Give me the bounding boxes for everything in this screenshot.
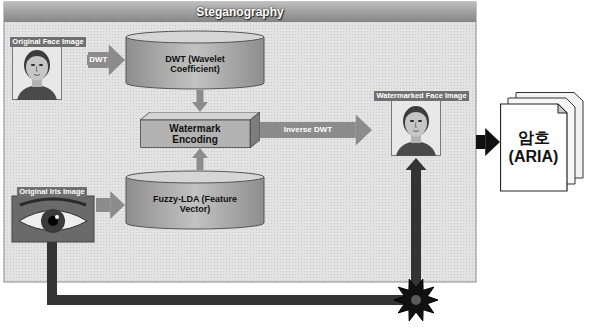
- face-picture: [13, 45, 62, 101]
- arrow-label-holder: Inverse DWT: [282, 125, 334, 135]
- drawing-part: [20, 199, 86, 205]
- page-fold: [558, 104, 567, 113]
- cylinder-top: [126, 31, 264, 43]
- starburst: [394, 279, 438, 321]
- drawing-part: [41, 209, 65, 233]
- steganography-panel: SteganographyOriginal Face ImageDWT (Wav…: [4, 2, 476, 282]
- arrow-shaft: [260, 122, 356, 138]
- flow-arrow: [476, 128, 500, 156]
- arrow-head: [109, 44, 125, 75]
- arrow-head: [485, 128, 500, 156]
- title-band: [4, 2, 476, 22]
- iris-picture: [12, 196, 94, 242]
- flow-arrow: [88, 44, 125, 75]
- box-label: Watermark Encoding: [155, 123, 235, 146]
- image-caption: Watermarked Face Image: [374, 91, 468, 101]
- cylinder-body: [126, 177, 264, 229]
- panel-ground: [4, 2, 476, 282]
- arrow-shaft: [96, 198, 110, 212]
- arrow-shaft: [88, 52, 109, 68]
- data-cylinder: Fuzzy-LDA (Feature Vector): [125, 170, 265, 230]
- arrow-head: [192, 148, 208, 158]
- drawing-part: [48, 216, 58, 226]
- box-top: [140, 112, 260, 120]
- arrow-label: Inverse DWT: [282, 125, 334, 135]
- panel-title: Steganography: [4, 2, 476, 22]
- flow-arrow: [192, 148, 208, 170]
- image-frame: Watermarked Face Image: [372, 84, 471, 158]
- arrow-shaft: [197, 158, 204, 170]
- watermarked-face-picture: [392, 101, 441, 157]
- image-caption: Original Face Image: [10, 37, 85, 47]
- document-stack: 암호 (ARIA): [500, 92, 584, 192]
- text-area: Fuzzy-LDA (Feature Vector): [131, 184, 259, 224]
- text-area: 암호 (ARIA): [502, 106, 565, 189]
- text-area: DWT (Wavelet Coefficient): [131, 44, 259, 84]
- process-box: Watermark Encoding: [140, 112, 260, 148]
- flow-arrow: [96, 191, 125, 219]
- flow-arrow: [192, 90, 208, 112]
- cylinder-top: [126, 171, 264, 183]
- box-side: [250, 112, 260, 148]
- drawing-part: [55, 215, 59, 219]
- data-cylinder: DWT (Wavelet Coefficient): [125, 30, 265, 90]
- arrow-shaft: [197, 90, 204, 102]
- arrow-head: [406, 158, 427, 170]
- arrow-head: [192, 102, 208, 112]
- starburst-core: [411, 295, 421, 305]
- box-front: [141, 120, 251, 148]
- drawing-part: [12, 196, 94, 242]
- arrow-head: [110, 191, 125, 219]
- image-frame: Original Iris Image: [8, 180, 96, 242]
- text-area: Watermark Encoding: [142, 120, 248, 148]
- flow-arrow: [52, 158, 427, 300]
- arrow-label: DWT: [87, 55, 109, 65]
- arrow-shaft: [476, 135, 485, 149]
- image-caption: Original Iris Image: [17, 187, 86, 197]
- document-label: 암호 (ARIA): [503, 129, 565, 166]
- cylinder-label: Fuzzy-LDA (Feature Vector): [140, 194, 250, 215]
- cylinder-body: [126, 37, 264, 89]
- arrow-label-holder: DWT: [87, 55, 109, 65]
- flow-arrow: [260, 114, 372, 145]
- cylinder-label: DWT (Wavelet Coefficient): [140, 54, 250, 75]
- front-page: [501, 104, 568, 191]
- image-frame: Original Face Image: [8, 30, 88, 102]
- arrow-head: [356, 114, 372, 145]
- arrow-shaft: [52, 170, 416, 300]
